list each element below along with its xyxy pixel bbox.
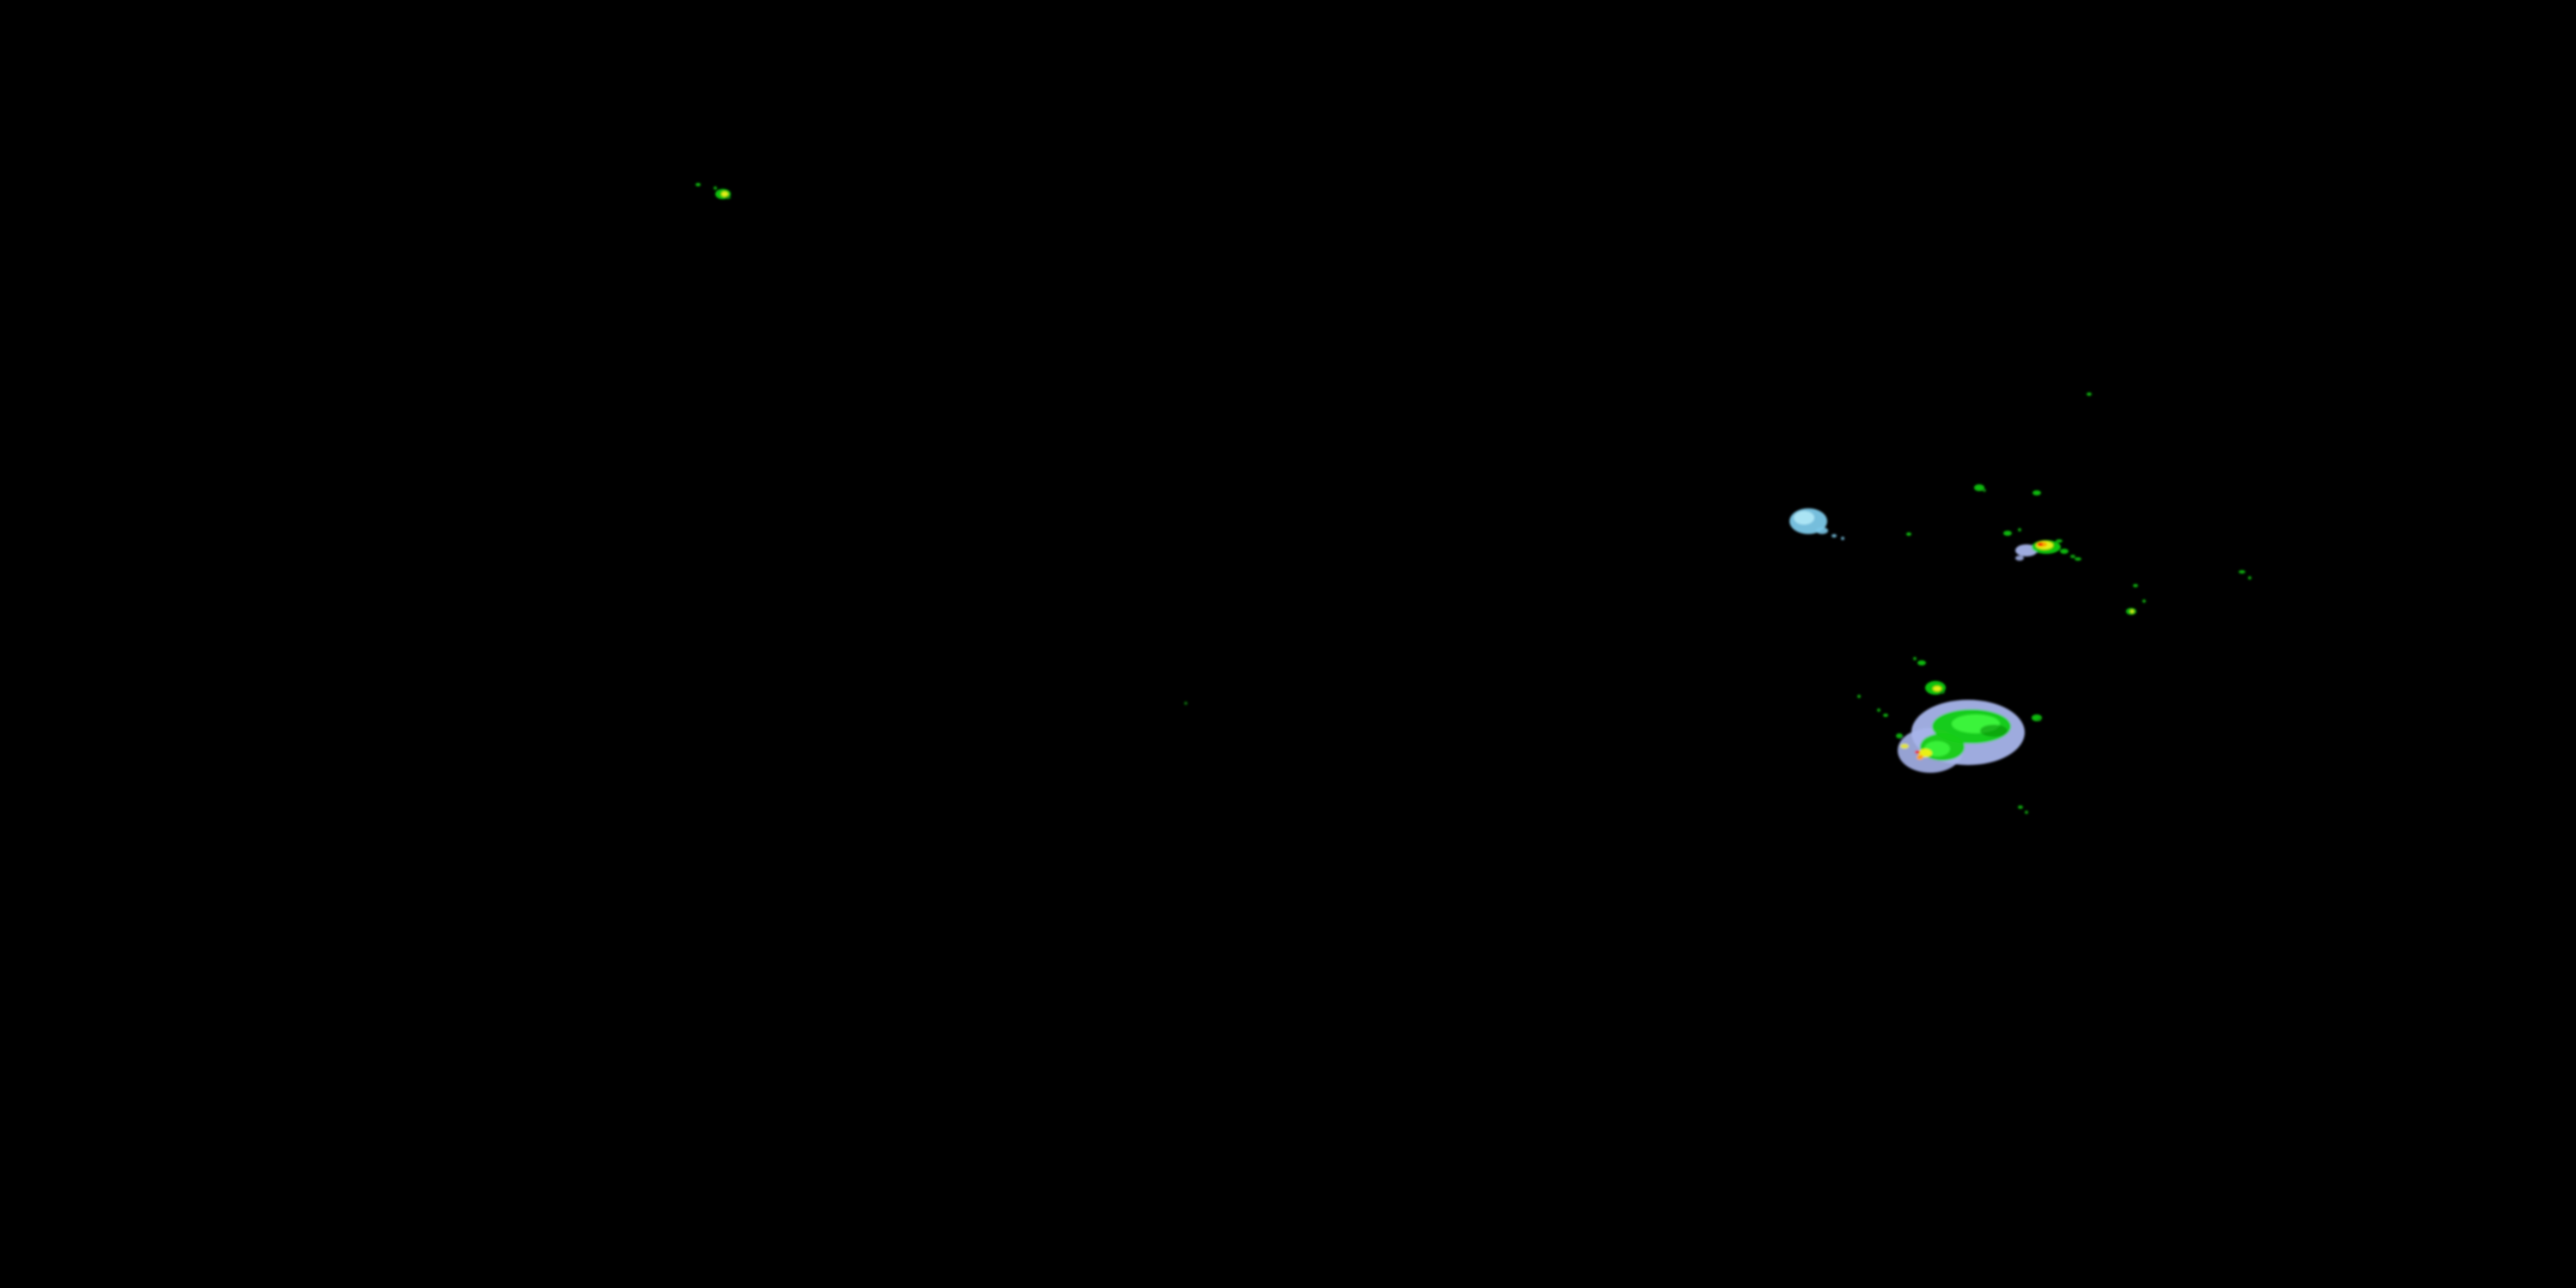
radar-echo: [721, 191, 728, 197]
radar-echo: [2070, 555, 2075, 558]
radar-echo: [726, 196, 731, 199]
radar-echo: [1980, 725, 2008, 737]
radar-echo: [2038, 543, 2043, 546]
radar-echo: [696, 183, 701, 186]
radar-echo: [2015, 556, 2024, 561]
radar-echo: [2056, 539, 2063, 543]
radar-echo: [2060, 549, 2069, 554]
radar-echo: [1917, 755, 1923, 760]
radar-echo: [2075, 557, 2081, 561]
radar-echo: [1832, 534, 1837, 538]
radar-echo: [1906, 532, 1911, 536]
radar-echo-group: [696, 183, 2251, 814]
radar-echo: [2003, 531, 2012, 536]
radar-echo: [1940, 690, 1945, 694]
radar-echo: [1841, 537, 1844, 540]
radar-echo: [1857, 695, 1861, 698]
radar-echo: [1896, 733, 1903, 738]
radar-echo: [2248, 576, 2251, 580]
radar-echo: [2130, 610, 2134, 613]
radar-echo: [2087, 392, 2092, 396]
radar-echo: [714, 186, 717, 190]
radar-echo: [2038, 718, 2041, 721]
radar-echo: [1983, 489, 1986, 492]
radar-echo: [1900, 744, 1909, 749]
radar-echo: [1915, 750, 1920, 754]
radar-echo: [1913, 657, 1917, 660]
radar-echo: [2025, 811, 2028, 814]
radar-echo: [1877, 708, 1880, 712]
radar-echo: [2032, 490, 2041, 495]
radar-echo: [1933, 686, 1941, 691]
radar-echo: [2142, 599, 2146, 603]
radar-echo: [1917, 660, 1926, 665]
radar-echo: [2018, 805, 2023, 809]
radar-echo: [1184, 702, 1188, 705]
radar-echo: [2018, 528, 2021, 532]
radar-echo: [1883, 714, 1888, 717]
radar-echo: [2133, 584, 2138, 587]
radar-echo: [1794, 511, 1814, 525]
radar-echo: [1974, 484, 1984, 491]
radar-echo: [1816, 527, 1828, 534]
radar-echo: [2239, 570, 2245, 574]
